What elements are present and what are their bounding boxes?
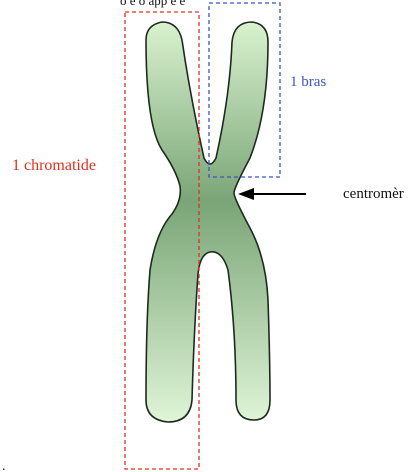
- chromosome-shape: [146, 22, 270, 422]
- top-text-fragment: o e o app e e: [120, 0, 186, 8]
- corner-mark: .: [2, 459, 6, 472]
- label-chromatide: 1 chromatide: [12, 157, 96, 174]
- centromere-arrow-head: [238, 188, 254, 200]
- label-centromere: centromèr: [343, 186, 404, 202]
- label-bras: 1 bras: [290, 74, 326, 90]
